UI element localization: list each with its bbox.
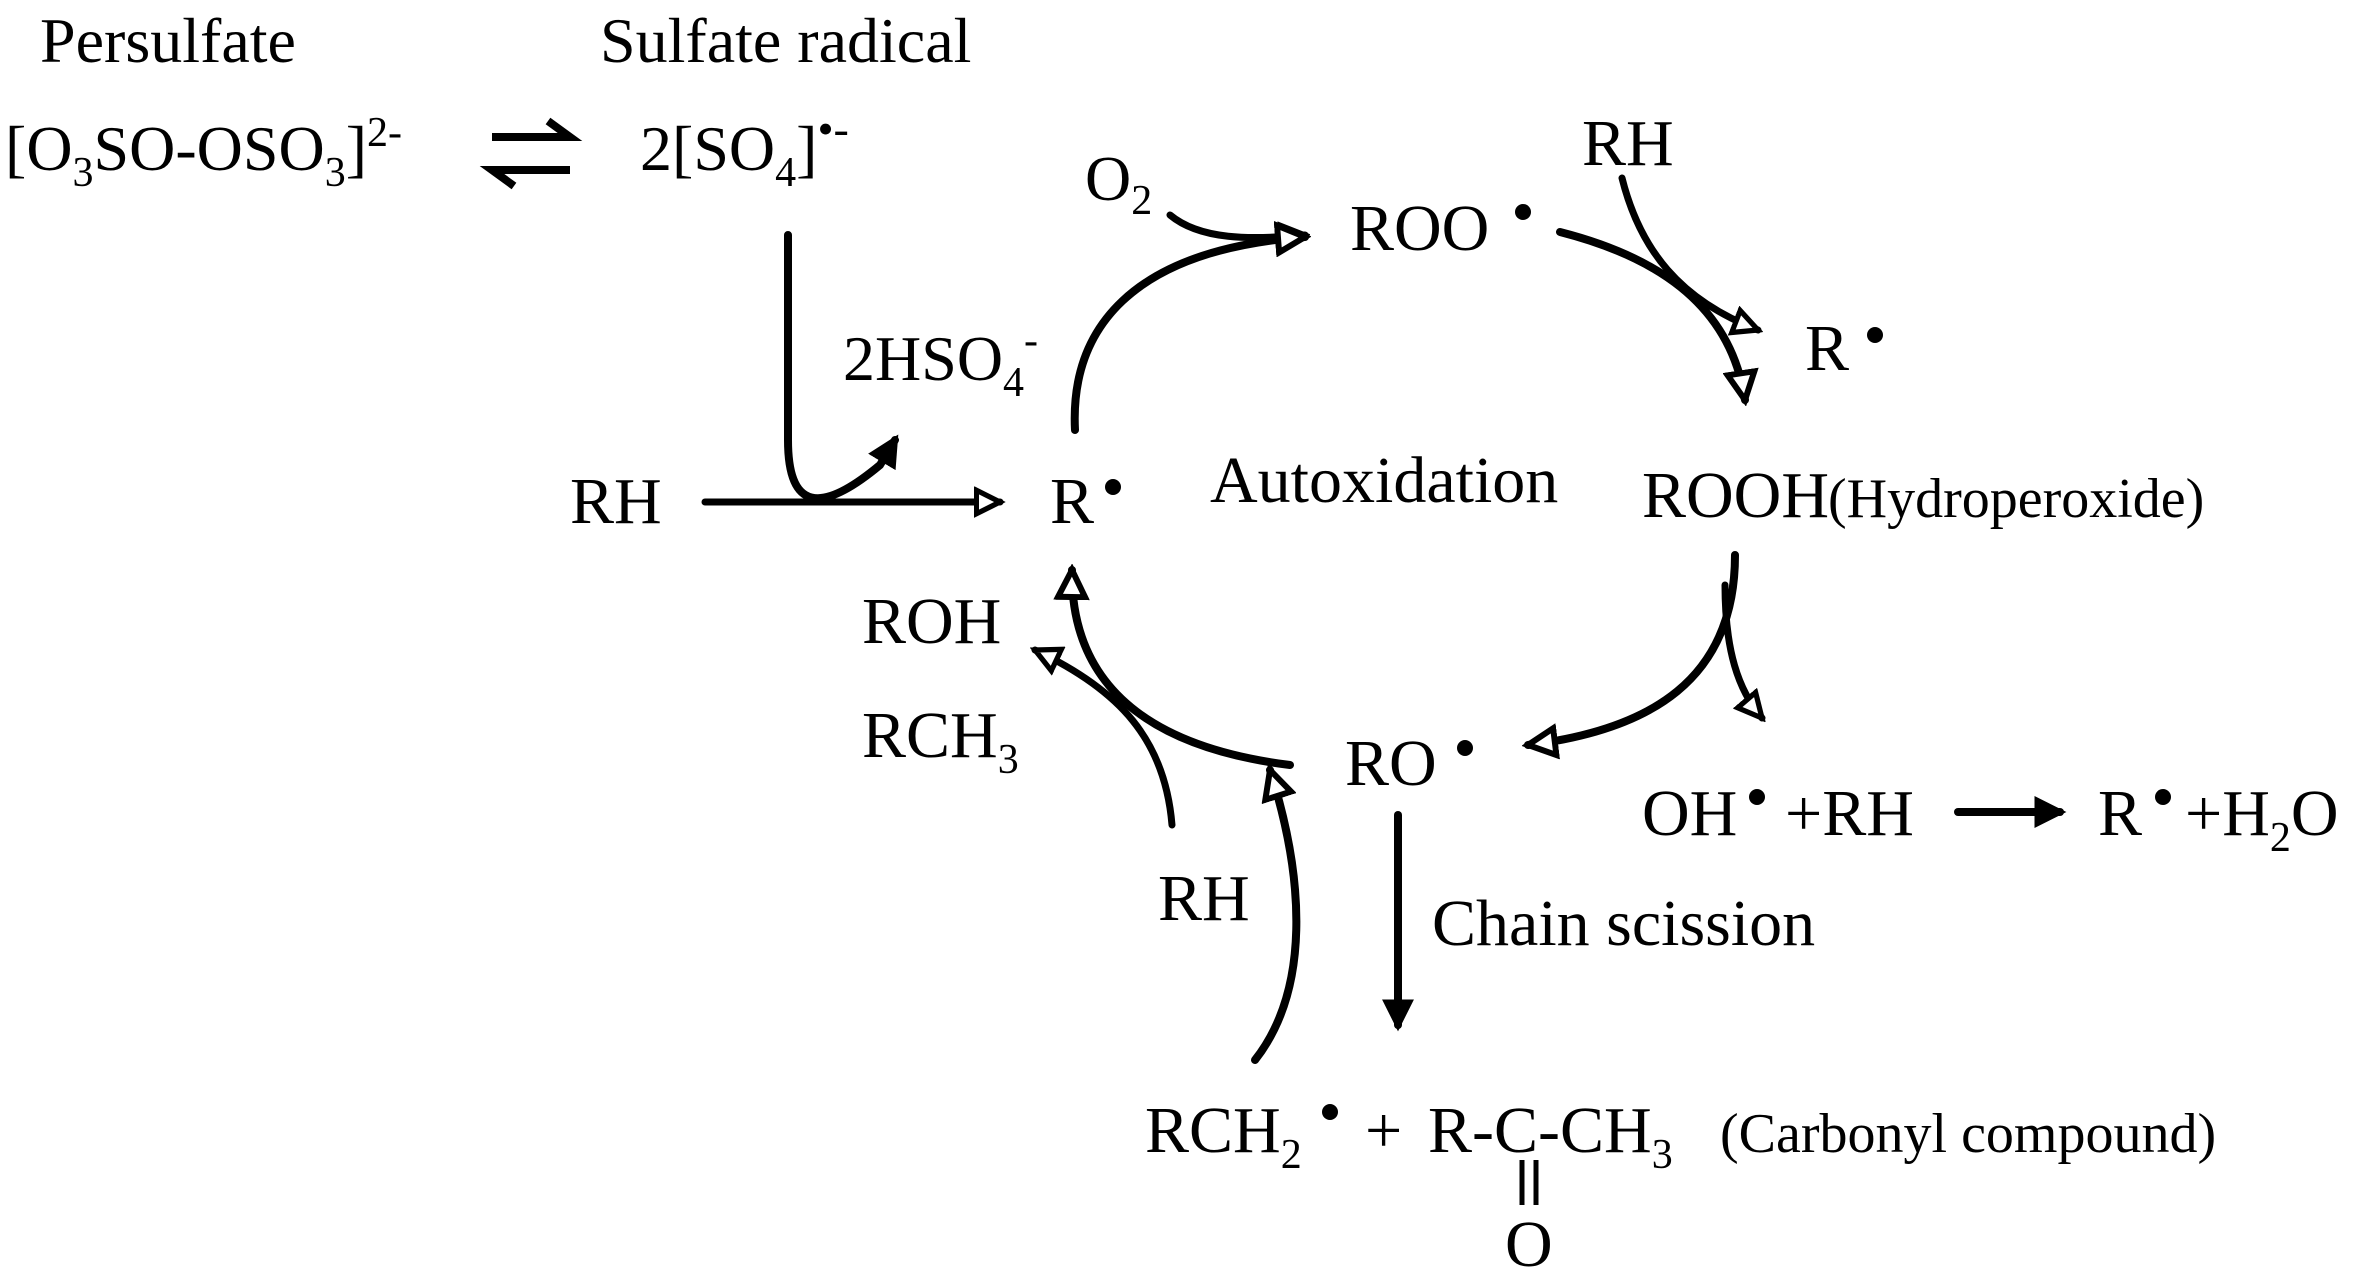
alkoxyl-formation-arc: [1528, 551, 1739, 745]
alcohol-product: ROH: [862, 585, 1001, 658]
water-term: +H2O: [2185, 777, 2339, 861]
peroxyl-formation-arc: [1070, 237, 1305, 434]
hydroxyl-radical: OH: [1642, 777, 1765, 850]
hydroxyl-release-arrow: [1721, 581, 1762, 718]
hydrogen-sulfate-byproduct: 2HSO4-: [843, 318, 1038, 406]
alkyl-radical-top-right: R: [1805, 312, 1883, 385]
hydroperoxide-label: (Hydroperoxide): [1828, 468, 2204, 530]
chain-scission-label: Chain scission: [1432, 887, 1815, 960]
hydrogen-transfer-arrow-bottom: [1035, 646, 1176, 829]
carbonyl-compound-label: (Carbonyl compound): [1720, 1103, 2216, 1165]
methyl-product: RCH3: [862, 699, 1019, 783]
methylene-radical: RCH2: [1145, 1094, 1338, 1178]
alkyl-radical-product: R: [2098, 777, 2171, 850]
oxygen: O2: [1085, 143, 1152, 224]
hydrogen-transfer-arrow-top: [1618, 174, 1758, 330]
sulfate-attack-arrow: [784, 231, 899, 503]
peroxyl-radical: ROO: [1350, 192, 1531, 265]
svg-text:R: R: [1050, 465, 1094, 538]
hydroperoxide: ROOH: [1642, 459, 1829, 532]
rh-abstraction-top: RH: [1582, 107, 1674, 180]
svg-text:RO: RO: [1345, 727, 1437, 800]
oxygen-addition-arrow: [1166, 211, 1305, 238]
svg-text:ROO: ROO: [1350, 192, 1489, 265]
carbonyl-compound-formula: R-C-CH3: [1428, 1094, 1673, 1178]
alkyl-regeneration-arc: [1072, 570, 1294, 769]
persulfate-title: Persulfate: [40, 5, 296, 76]
sulfate-radical-title: Sulfate radical: [600, 5, 971, 76]
alkoxyl-radical: RO: [1345, 727, 1473, 800]
svg-text:RCH2: RCH2: [1145, 1094, 1302, 1178]
rh-initiation: RH: [570, 465, 662, 538]
plus-sign: +: [1365, 1094, 1402, 1167]
sulfate-radical-formula: 2[SO4]•-: [640, 103, 849, 196]
plus-rh-term: +RH: [1785, 777, 1914, 850]
carbonyl-oxygen: O: [1505, 1208, 1553, 1276]
methyl-radical-return-arc: [1251, 770, 1301, 1064]
rh-abstraction-bottom: RH: [1158, 862, 1250, 935]
carbonyl-double-bond: [1519, 1160, 1539, 1205]
equilibrium-arrows: [479, 117, 583, 190]
svg-text:OH: OH: [1642, 777, 1737, 850]
hydroperoxide-formation-arc: [1556, 228, 1745, 400]
alkyl-radical-center: R: [1050, 465, 1121, 538]
autoxidation-label: Autoxidation: [1210, 444, 1558, 517]
persulfate-formula: [O3SO-OSO3]2-: [5, 110, 402, 196]
svg-text:R: R: [2098, 777, 2142, 850]
svg-text:R: R: [1805, 312, 1849, 385]
